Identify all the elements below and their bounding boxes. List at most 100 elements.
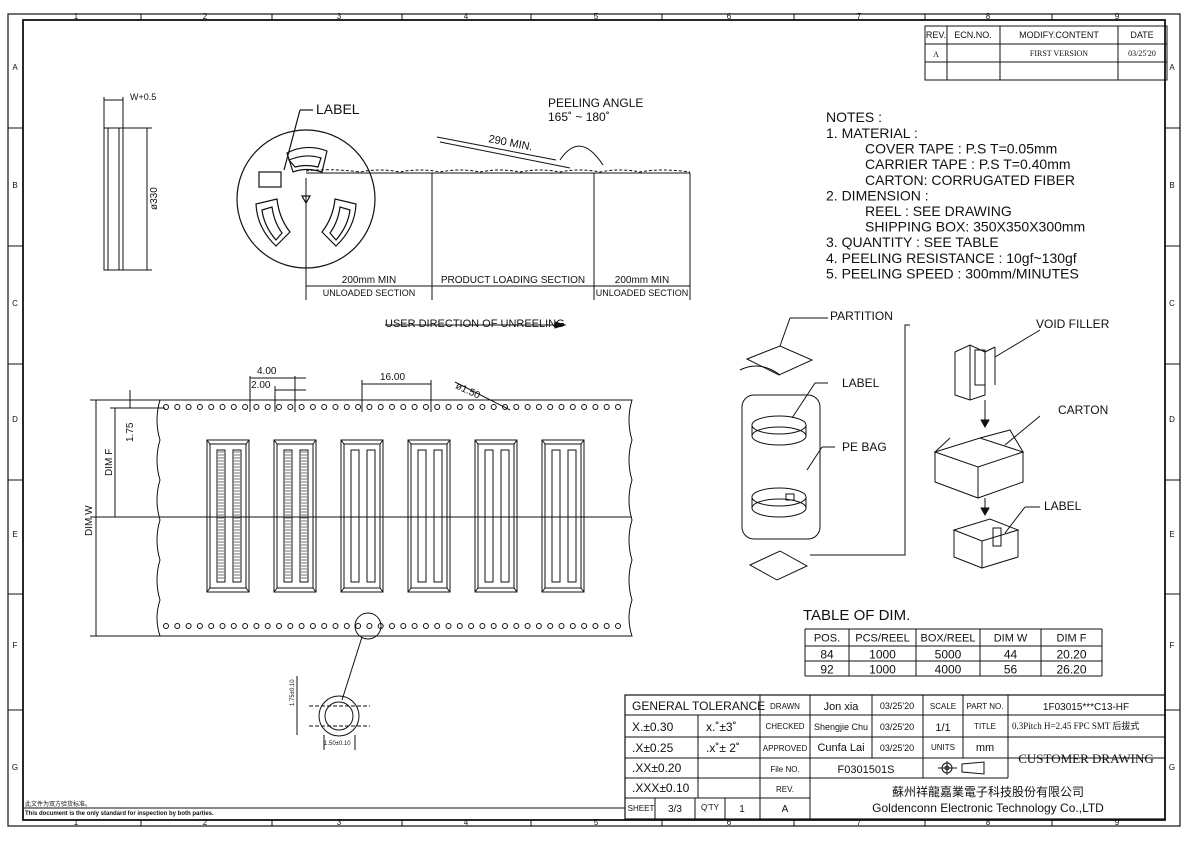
sprocket-hole <box>230 404 237 410</box>
sprocket-hole <box>389 623 395 629</box>
dim-table-cell: 92 <box>820 663 834 677</box>
scale-value: 1/1 <box>935 722 950 734</box>
reel-side-view <box>103 97 152 271</box>
grid-row-right: G <box>1169 763 1175 772</box>
grid-col-bottom: 8 <box>986 818 991 827</box>
sprocket-hole <box>253 404 260 410</box>
sprocket-hole <box>389 404 395 410</box>
sprocket-hole <box>185 623 192 629</box>
drawn-label: DRAWN <box>770 702 800 711</box>
sprocket-hole <box>366 623 373 629</box>
sprocket-hole <box>490 623 497 629</box>
sprocket-hole <box>524 623 531 629</box>
footer-english-note: This document is the only standard for i… <box>25 811 214 817</box>
reel-bag-label: LABEL <box>842 376 880 390</box>
sheet-value: 3/3 <box>668 804 682 815</box>
notes-line: SHIPPING BOX: 350X350X300mm <box>865 219 1085 235</box>
component-pocket <box>340 439 384 593</box>
sprocket-hole <box>535 623 542 629</box>
sprocket-hole <box>163 623 169 629</box>
packaging-flow <box>739 317 1041 581</box>
notes-line: COVER TAPE : P.S T=0.05mm <box>865 141 1057 157</box>
file-no-label: File NO. <box>770 765 799 774</box>
sprocket-hole <box>558 623 565 629</box>
right-unloaded-caption: UNLOADED SECTION <box>596 288 689 298</box>
rev-header-rev: REV. <box>926 30 946 40</box>
left-unloaded-length: 200mm MIN <box>342 275 396 286</box>
unreeling-direction: USER DIRECTION OF UNREELING <box>385 318 565 330</box>
sprocket-hole <box>513 404 520 410</box>
sprocket-hole <box>592 623 599 629</box>
void-filler-label: VOID FILLER <box>1036 317 1110 331</box>
grid-col-top: 1 <box>74 12 79 21</box>
title-value: 0.3Pitch H=2.45 FPC SMT 后拔式 <box>1012 720 1139 731</box>
sprocket-hole <box>208 404 215 410</box>
dim-table-header: BOX/REEL <box>920 633 975 645</box>
approved-date: 03/25'20 <box>880 743 914 753</box>
rev-value: A <box>782 804 789 815</box>
grid-row-right: C <box>1169 299 1175 308</box>
grid-row-left: C <box>12 299 18 308</box>
partition-label: PARTITION <box>830 309 893 323</box>
component-pocket <box>407 439 451 593</box>
sprocket-hole <box>309 404 316 410</box>
component-pocket <box>206 439 250 593</box>
grid-col-top: 3 <box>337 12 342 21</box>
sprocket-hole <box>547 623 554 629</box>
rev-row-content: FIRST VERSION <box>1030 49 1088 58</box>
sprocket-hole <box>422 623 429 629</box>
sprocket-hole <box>174 623 181 629</box>
sprocket-hole <box>253 623 260 629</box>
grid-row-right: E <box>1169 530 1174 539</box>
sprocket-hole <box>422 404 429 410</box>
dim-w-label: DIM W <box>84 505 95 536</box>
scale-label: SCALE <box>930 702 956 711</box>
sprocket-hole <box>411 404 418 410</box>
sprocket-hole <box>569 623 576 629</box>
sprocket-hole <box>400 623 407 629</box>
sprocket-hole <box>276 623 282 629</box>
notes-line: CARTON: CORRUGATED FIBER <box>865 172 1075 188</box>
checked-name: Shengjie Chu <box>814 722 868 732</box>
sprocket-hole <box>411 623 418 629</box>
sprocket-hole <box>581 404 588 410</box>
sprocket-hole <box>603 623 610 629</box>
company-chinese-name: 蘇州祥龍嘉業電子科技股份有限公司 <box>892 784 1084 799</box>
dim-table-header: DIM F <box>1057 633 1087 645</box>
detail-width-label: 1.50±0.10 <box>324 741 351 747</box>
pitch-2-label: 2.00 <box>251 380 271 391</box>
grid-col-top: 2 <box>203 12 208 21</box>
units-value: mm <box>976 742 994 754</box>
notes-block: NOTES :1. MATERIAL :COVER TAPE : P.S T=0… <box>826 109 1085 281</box>
dim-table-cell: 20.20 <box>1056 648 1086 662</box>
dim-f-label: DIM F <box>104 449 115 476</box>
sprocket-hole <box>276 404 282 410</box>
sprocket-hole <box>242 623 249 629</box>
sprocket-hole <box>513 623 520 629</box>
drawn-name: Jon xia <box>824 701 860 713</box>
tape-section <box>305 136 691 329</box>
rev-header-date: DATE <box>1130 30 1153 40</box>
sprocket-hole <box>569 404 576 410</box>
sprocket-hole <box>558 404 565 410</box>
title-block-text: GENERAL TOLERANCE X.±0.30 .X±0.25 .XX±0.… <box>25 699 1154 817</box>
grid-col-bottom: 4 <box>464 818 469 827</box>
qty-label: Q'TY <box>701 803 720 812</box>
sheet-label: SHEET <box>628 804 655 813</box>
sprocket-hole <box>366 404 373 410</box>
component-pocket <box>273 439 317 593</box>
notes-line: 1. MATERIAL : <box>826 125 918 141</box>
grid-row-right: B <box>1169 181 1174 190</box>
sprocket-hole <box>479 623 486 629</box>
grid-row-left: D <box>12 415 18 424</box>
company-english-name: Goldenconn Electronic Technology Co.,LTD <box>872 801 1104 815</box>
sprocket-hole <box>355 623 362 629</box>
sprocket-hole <box>219 623 226 629</box>
part-no-value: 1F03015***C13-HF <box>1043 702 1129 713</box>
sprocket-hole <box>298 404 305 410</box>
grid-row-left: F <box>13 641 18 650</box>
title-block <box>624 694 1166 820</box>
grid-col-top: 9 <box>1115 12 1120 21</box>
component-pocket <box>541 439 585 593</box>
peeling-angle-range: 165˚ ~ 180˚ <box>548 110 610 124</box>
